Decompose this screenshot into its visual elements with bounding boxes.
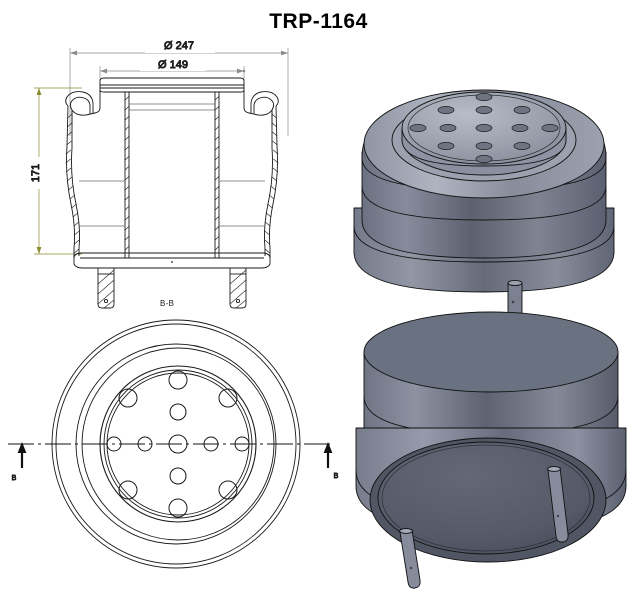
hole	[475, 124, 493, 132]
mounting-stud-right	[229, 268, 247, 309]
perforation-group	[409, 93, 559, 163]
hole	[218, 388, 238, 408]
hole	[168, 370, 188, 390]
dimension-height-text: 171	[30, 164, 42, 182]
hole	[437, 106, 455, 114]
hole	[541, 124, 559, 132]
dimension-inner-diameter-text: Ø 149	[158, 59, 188, 71]
isometric-bottom-view	[346, 310, 636, 592]
hole	[218, 480, 238, 500]
hole	[475, 142, 493, 150]
bottom-plate-face	[377, 441, 595, 555]
hole	[409, 124, 427, 132]
mounting-stud-left	[399, 528, 421, 589]
hole	[168, 498, 188, 518]
hole	[169, 467, 187, 485]
isometric-top-view	[336, 40, 632, 325]
hole	[475, 155, 493, 163]
page-title: TRP-1164	[269, 10, 368, 33]
bottom-plate-rim	[381, 444, 591, 552]
hole	[169, 403, 187, 421]
section-marker-right	[323, 442, 333, 468]
top-rim	[363, 311, 619, 393]
section-label-bb: B-B	[160, 299, 175, 308]
hole	[475, 106, 493, 114]
dimension-outer-diameter-text: Ø 247	[164, 40, 194, 52]
bottom-plan-view: B B	[8, 312, 339, 587]
hole	[511, 124, 529, 132]
mounting-stud-left	[97, 268, 115, 309]
hole	[118, 388, 138, 408]
hole	[513, 106, 531, 114]
section-marker-right-label: B	[334, 473, 339, 480]
section-marker-left-label: B	[12, 475, 17, 482]
cross-section-view: Ø 247 Ø 149	[12, 26, 322, 309]
section-geometry	[65, 77, 279, 309]
section-marker-left	[17, 442, 27, 468]
hole	[475, 93, 493, 101]
hole	[513, 142, 531, 150]
mounting-stud-right	[547, 466, 569, 543]
hole	[437, 142, 455, 150]
hole	[439, 124, 457, 132]
hole	[118, 480, 138, 500]
